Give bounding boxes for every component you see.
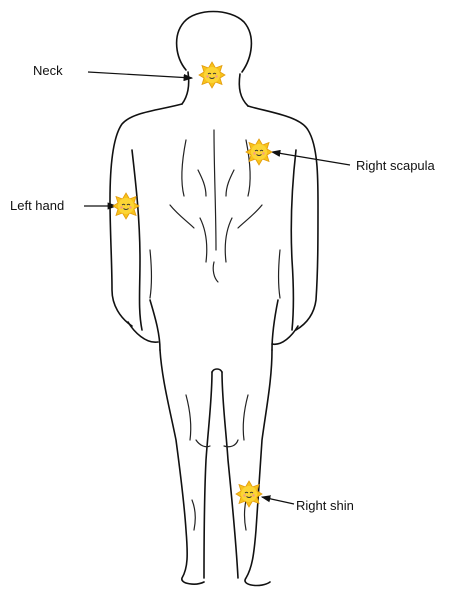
right-shin-label: Right shin — [296, 498, 354, 513]
sun-face-icon — [199, 62, 225, 88]
sun-face-icon — [236, 481, 262, 507]
neck-label: Neck — [33, 63, 63, 78]
left-hand-label: Left hand — [10, 198, 64, 213]
body-outline — [110, 12, 318, 586]
annotation-arrows — [84, 72, 350, 504]
sun-face-icon — [246, 139, 272, 165]
right-shin-arrow — [262, 497, 294, 504]
sun-face-icon — [113, 193, 139, 219]
right-scapula-label: Right scapula — [356, 158, 435, 173]
pain-markers — [113, 62, 272, 507]
neck-arrow — [88, 72, 192, 78]
right-scapula-arrow — [272, 152, 350, 165]
